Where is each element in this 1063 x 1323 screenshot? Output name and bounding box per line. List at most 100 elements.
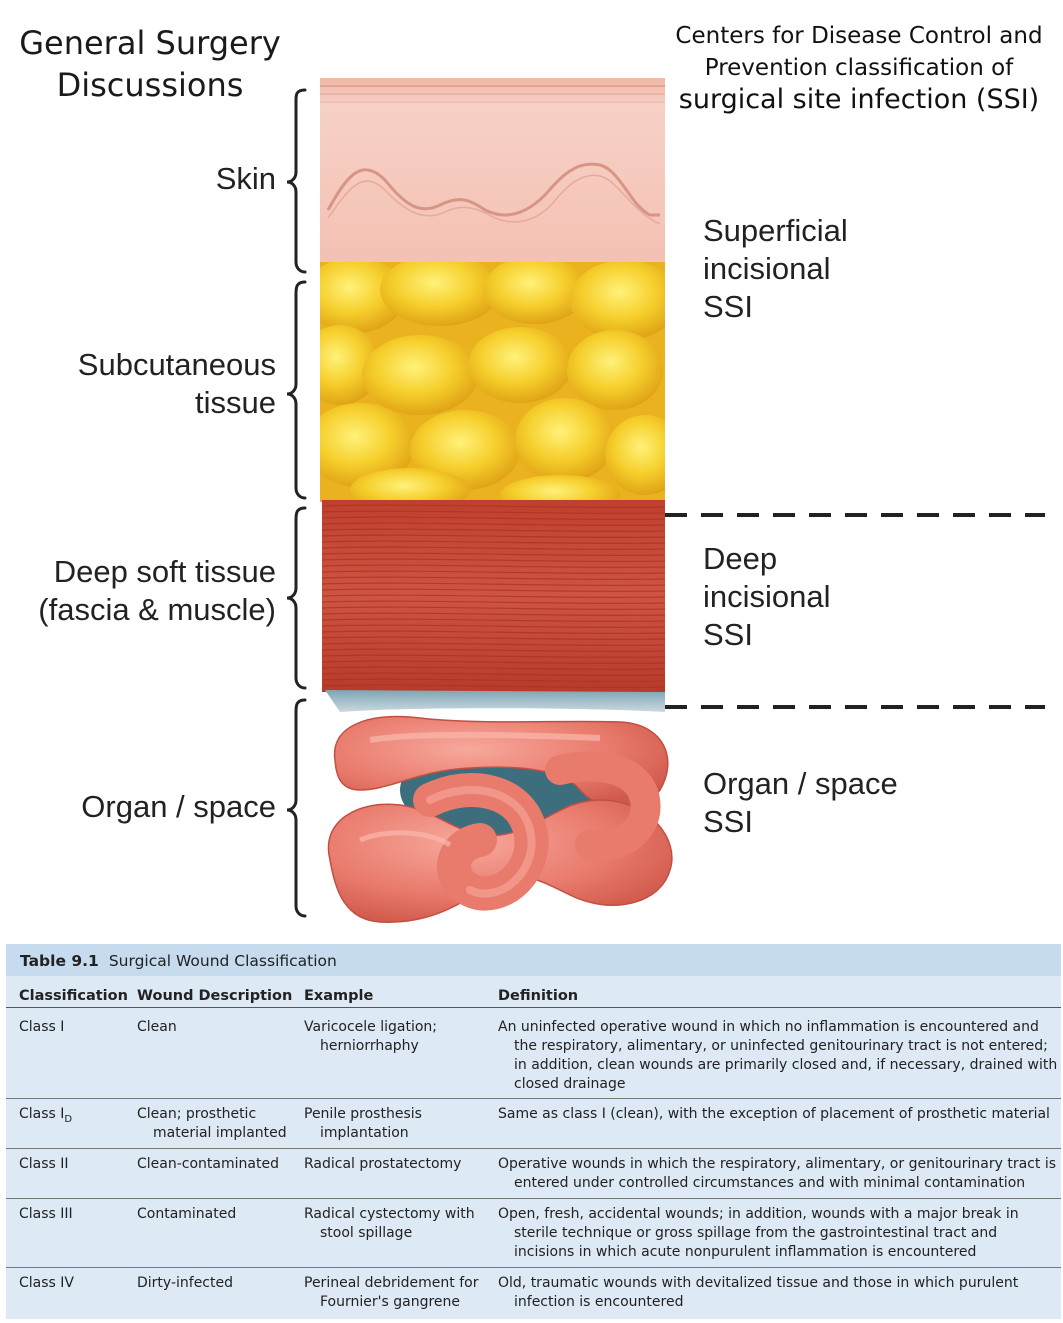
muscle-fiber (322, 582, 665, 587)
cell-description: Contaminated (137, 1206, 237, 1222)
header-wound-description: Wound Description (137, 988, 293, 1004)
cell-definition: Open, fresh, accidental wounds; in addit… (498, 1206, 1019, 1260)
muscle-fiber (322, 564, 665, 569)
source-line-1: Centers for Disease Control and (675, 23, 1043, 49)
muscle-fiber (322, 522, 665, 527)
label-deep-line-1: Deep soft tissue (53, 554, 276, 589)
muscle-fiber (322, 594, 665, 599)
label-deep-line-2: (fascia & muscle) (38, 592, 276, 627)
muscle-fiber (322, 516, 665, 521)
muscle-fiber (322, 636, 665, 641)
muscle-fiber (322, 660, 665, 665)
muscle-fiber (322, 546, 665, 551)
muscle-fiber (322, 588, 665, 593)
wound-classification-table: Table 9.1 Surgical Wound Classification C… (6, 944, 1061, 1319)
muscle-fiber (322, 504, 665, 509)
label-organ-space-ssi: Organ / space SSI (703, 765, 898, 841)
deep-ssi-line-1: Deep (703, 541, 778, 576)
brace-skin (286, 88, 307, 274)
muscle-fiber (322, 600, 665, 605)
table-row: Class ID Clean; prosthetic material impl… (6, 1099, 1061, 1149)
label-superficial-ssi: Superficial incisional SSI (703, 212, 848, 326)
cell-definition: Old, traumatic wounds with devitalized t… (498, 1275, 1019, 1310)
label-skin: Skin (215, 161, 276, 196)
brand-line-1: General Surgery (19, 24, 281, 62)
muscle-fiber (322, 678, 665, 683)
table-row: Class III Contaminated Radical cystectom… (6, 1199, 1061, 1268)
source-line-3: surgical site infection (SSI) (678, 84, 1040, 115)
label-deep-soft-tissue: Deep soft tissue (fascia & muscle) (38, 553, 276, 629)
table-number: Table 9.1 (20, 952, 99, 970)
muscle-fiber (322, 570, 665, 575)
table-header-row: Classification Wound Description Example… (6, 982, 1061, 1008)
muscle-fiber (322, 534, 665, 539)
muscle-fiber (322, 612, 665, 617)
table-row: Class II Clean-contaminated Radical pros… (6, 1149, 1061, 1199)
label-organ-space: Organ / space (81, 789, 276, 824)
muscle-fiber (322, 654, 665, 659)
table-title-text: Surgical Wound Classification (108, 952, 337, 970)
organ-ssi-line-1: Organ / space (703, 766, 898, 801)
muscle-fiber (322, 672, 665, 677)
source-line-2: Prevention classification of (704, 55, 1014, 81)
label-subcutaneous-line-2: tissue (195, 385, 276, 420)
header-definition: Definition (498, 988, 579, 1004)
cell-classification: Class I (19, 1019, 65, 1035)
cell-classification: Class IV (19, 1275, 74, 1291)
brace-organ (286, 698, 307, 918)
muscle-fiber (322, 558, 665, 563)
peritoneal-cavity (325, 690, 665, 712)
cell-example: Penile prosthesis implantation (304, 1106, 422, 1141)
muscle-fiber (322, 684, 665, 689)
superficial-ssi-line-3: SSI (703, 289, 753, 324)
skin-layer (320, 78, 665, 268)
cell-example: Varicocele ligation; herniorrhaphy (304, 1019, 438, 1054)
cell-classification: Class III (19, 1206, 73, 1222)
muscle-layer (322, 500, 665, 692)
cell-example: Radical cystectomy with stool spillage (304, 1206, 475, 1241)
cell-classification: Class II (19, 1156, 69, 1172)
cell-classification: Class ID (19, 1105, 134, 1129)
muscle-fiber (322, 540, 665, 545)
cell-description: Dirty-infected (137, 1275, 233, 1291)
fat-layer (320, 262, 665, 502)
cell-example: Perineal debridement for Fournier's gang… (304, 1275, 479, 1310)
organ-ssi-line-2: SSI (703, 804, 753, 839)
cell-description: Clean-contaminated (137, 1156, 279, 1172)
superficial-ssi-line-2: incisional (703, 251, 831, 286)
muscle-fiber (322, 618, 665, 623)
cell-description: Clean; prosthetic material implanted (137, 1106, 287, 1141)
label-deep-ssi: Deep incisional SSI (703, 540, 831, 654)
cell-description: Clean (137, 1019, 177, 1035)
tissue-layers-diagram (286, 78, 1045, 923)
label-subcutaneous-line-1: Subcutaneous (77, 347, 276, 382)
class-numeral: Class I (19, 1106, 65, 1122)
layer-braces (286, 88, 307, 918)
muscle-fiber (322, 552, 665, 557)
muscle-fiber (322, 630, 665, 635)
muscle-fiber (322, 576, 665, 581)
superficial-ssi-line-1: Superficial (703, 213, 848, 248)
label-subcutaneous: Subcutaneous tissue (78, 346, 276, 422)
brace-subcutaneous (286, 280, 307, 500)
brand-line-2: Discussions (56, 66, 244, 104)
source-caption: Centers for Disease Control and Preventi… (669, 20, 1049, 116)
muscle-fiber (322, 642, 665, 647)
cell-definition: Operative wounds in which the respirator… (498, 1156, 1056, 1191)
deep-ssi-line-3: SSI (703, 617, 753, 652)
bowel-loops (327, 715, 673, 923)
cell-definition: Same as class I (clean), with the except… (498, 1106, 1050, 1122)
brace-deep (286, 506, 307, 690)
muscle-fiber (322, 606, 665, 611)
class-subscript: D (64, 1113, 73, 1125)
cell-example: Radical prostatectomy (304, 1156, 462, 1172)
cell-definition: An uninfected operative wound in which n… (498, 1019, 1058, 1092)
muscle-fiber (322, 648, 665, 653)
table-row: Class I Clean Varicocele ligation; herni… (6, 1010, 1061, 1099)
muscle-fiber (322, 624, 665, 629)
muscle-fiber (322, 510, 665, 515)
deep-ssi-line-2: incisional (703, 579, 831, 614)
table-row: Class IV Dirty-infected Perineal debride… (6, 1268, 1061, 1319)
header-example: Example (304, 988, 374, 1004)
brand-title: General Surgery Discussions (0, 22, 300, 106)
